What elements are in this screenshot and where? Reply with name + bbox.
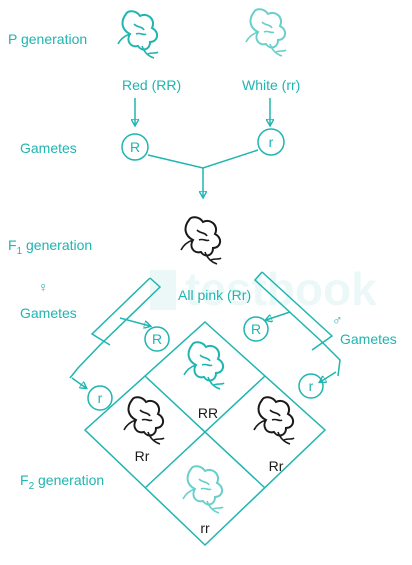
grid-gamete-R-top	[144, 326, 170, 352]
cell-RR-label: RR	[198, 405, 218, 421]
arrow-icon	[71, 377, 86, 388]
cell-rr-label: rr	[200, 520, 210, 536]
grid-gamete-r-right-label: r	[309, 378, 314, 394]
punnett-grid	[69, 271, 341, 547]
flower-icon	[245, 8, 287, 57]
all-pink-label: All pink (Rr)	[178, 287, 251, 303]
gamete-R-label: R	[130, 139, 140, 155]
p-generation-label: P generation	[8, 31, 87, 47]
flower-icon	[183, 341, 225, 390]
female-symbol-icon: ♀	[38, 279, 49, 295]
grid-gamete-r-left-label: r	[98, 390, 103, 406]
flower-icon	[180, 216, 222, 265]
arrow-icon	[266, 311, 291, 320]
grid-gamete-R-right	[243, 316, 269, 342]
flower-icon	[182, 465, 224, 514]
flower-icon	[253, 396, 295, 445]
grid-gamete-r-left	[87, 385, 113, 411]
grid-gamete-r-right	[298, 373, 324, 399]
gametes-label: Gametes	[20, 140, 77, 156]
gametes-male-label: Gametes	[340, 331, 397, 347]
cell-Rr-left-label: Rr	[135, 448, 150, 464]
gamete-R-circle	[121, 133, 149, 161]
gamete-r-label: r	[269, 134, 274, 150]
flower-icon	[123, 396, 165, 445]
arrow-icon	[119, 317, 150, 326]
cell-Rr-right-label: Rr	[269, 458, 284, 474]
gametes-female-label: Gametes	[20, 305, 77, 321]
gamete-merge-lines	[147, 149, 259, 169]
grid-gamete-R-top-label: R	[152, 331, 162, 347]
grid-gamete-R-right-label: R	[251, 321, 261, 337]
white-parent-label: White (rr)	[242, 77, 300, 93]
flower-icon	[117, 10, 159, 59]
arrow-icon	[320, 371, 337, 382]
gamete-r-circle	[257, 128, 285, 156]
male-symbol-icon: ♂	[332, 312, 343, 328]
f2-generation-label: F2 generation	[20, 472, 104, 492]
red-parent-label: Red (RR)	[122, 77, 181, 93]
f1-generation-label: F1 generation	[8, 237, 92, 257]
